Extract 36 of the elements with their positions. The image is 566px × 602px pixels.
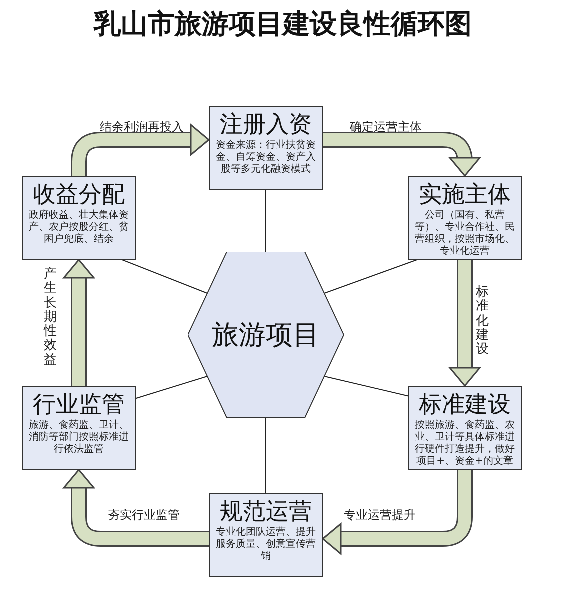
box-description: 公司（国有、私营等）、专业合作社、民营组织，按照市场化、专业化运营 (414, 210, 516, 258)
box-description: 政府收益、壮大集体资产、农户按股分红、贫困户兜底、结余 (28, 210, 130, 246)
connector-line (136, 376, 208, 400)
block-arrow (62, 258, 96, 386)
process-box (22, 386, 136, 470)
process-box (209, 106, 323, 190)
box-heading: 注册入资 (220, 111, 312, 140)
connector-line (324, 376, 408, 397)
edge-label: 确定运营主体 (350, 120, 422, 134)
connector-line (122, 260, 208, 294)
box-description: 旅游、食药监、卫计、消防等部门按照标准进行依法监管 (28, 420, 130, 456)
edge-label: 产生长期性效益 (44, 268, 57, 368)
block-arrow (71, 123, 210, 176)
block-arrow (62, 468, 209, 547)
box-heading: 标准建设 (419, 391, 511, 420)
process-box (209, 493, 323, 577)
process-box (22, 176, 136, 260)
edge-label: 专业运营提升 (344, 508, 416, 522)
box-heading: 规范运营 (220, 498, 312, 526)
box-description: 资金来源：行业扶贫资金、自筹资金、资产入股等多元化融资模式 (215, 140, 317, 176)
block-arrow (322, 470, 473, 556)
box-heading: 收益分配 (33, 181, 125, 210)
center-label: 旅游项目 (212, 319, 320, 353)
box-heading: 实施主体 (419, 181, 511, 210)
box-description: 专业化团队运营、提升服务质量、创意宣传营销 (215, 527, 317, 563)
block-arrow (323, 132, 482, 178)
process-box (408, 386, 522, 470)
connector-line (324, 260, 418, 294)
block-arrow (448, 260, 482, 388)
diagram-title: 乳山市旅游项目建设良性循环图 (92, 8, 473, 42)
box-description: 按照旅游、食药监、农业、卫计等具体标准进行硬件打造提升，做好项目+、资金+的文章 (414, 420, 516, 468)
edge-label: 夯实行业监管 (108, 508, 180, 522)
edge-label: 结余利润再投入 (100, 120, 184, 134)
process-box (408, 176, 522, 260)
edge-label: 标准化建设 (476, 286, 489, 358)
box-heading: 行业监管 (33, 391, 125, 420)
